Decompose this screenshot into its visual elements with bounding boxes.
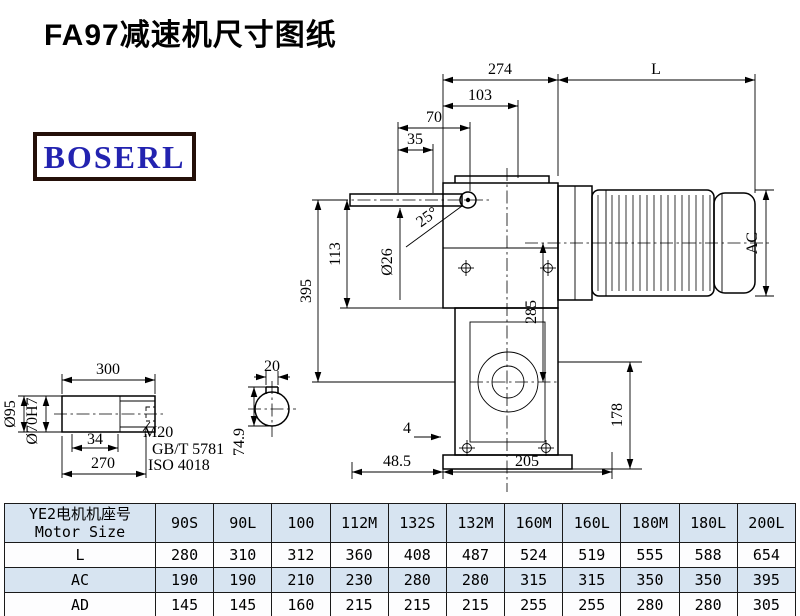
dim-value-cell: 255	[504, 592, 564, 616]
centerlines	[335, 168, 772, 492]
dim-value-cell: 315	[504, 567, 564, 593]
frame-size-col-header: 132M	[445, 503, 506, 543]
dim-value-cell: 230	[329, 567, 389, 593]
dia-26-label: Ø26	[379, 248, 396, 276]
dim-value-cell: 280	[387, 567, 447, 593]
dim-value-cell: 190	[213, 567, 273, 593]
angle-25-label: 25°	[413, 204, 441, 231]
dim-value-cell: 145	[154, 592, 215, 616]
dim-value-cell: 360	[329, 542, 389, 568]
frame-size-col-header: 160M	[504, 503, 564, 543]
gearbox-outline	[349, 175, 573, 470]
frame-size-col-header: 90L	[213, 503, 273, 543]
frame-size-col-header: 180M	[620, 503, 680, 543]
brand-logo-box: BOSERL	[33, 132, 196, 181]
motor-outline	[557, 185, 756, 301]
dim-20-label: 20	[264, 358, 280, 375]
row-label: AC	[4, 567, 156, 593]
dim-395-label: 395	[298, 279, 315, 303]
dia-95-label: Ø95	[2, 400, 19, 428]
dim-value-cell: 524	[504, 542, 564, 568]
dim-value-cell: 305	[736, 592, 797, 616]
gbt-standard-label: GB/T 5781	[152, 441, 224, 458]
dim-value-cell: 408	[387, 542, 447, 568]
dim-74-9-label: 74.9	[231, 428, 248, 456]
frame-size-col-header: 180L	[678, 503, 738, 543]
shaft-detail	[18, 374, 164, 478]
dim-value-cell: 280	[678, 592, 738, 616]
dim-300-label: 300	[96, 361, 120, 378]
frame-size-col-header: 90S	[154, 503, 215, 543]
frame-size-col-header: 132S	[387, 503, 447, 543]
dim-70-label: 70	[426, 109, 442, 126]
frame-size-col-header: 200L	[736, 503, 797, 543]
row-label: AD	[4, 592, 156, 616]
dim-value-cell: 255	[562, 592, 622, 616]
dim-value-cell: 315	[562, 567, 622, 593]
dim-value-cell: 190	[154, 567, 215, 593]
motor-fins	[597, 195, 711, 291]
dim-48-5-label: 48.5	[383, 453, 411, 470]
dim-value-cell: 519	[562, 542, 622, 568]
dim-value-cell: 210	[271, 567, 331, 593]
dim-35-label: 35	[407, 131, 423, 148]
dim-value-cell: 215	[329, 592, 389, 616]
dim-value-cell: 312	[271, 542, 331, 568]
dim-AC-label: AC	[744, 232, 761, 254]
dim-value-cell: 145	[213, 592, 273, 616]
dim-value-cell: 588	[678, 542, 738, 568]
iso-standard-label: ISO 4018	[148, 457, 210, 474]
dim-value-cell: 215	[445, 592, 506, 616]
dim-value-cell: 310	[213, 542, 273, 568]
dim-4-label: 4	[403, 420, 411, 437]
dim-value-cell: 654	[736, 542, 797, 568]
dim-value-cell: 280	[620, 592, 680, 616]
dim-285-label: 285	[523, 300, 540, 324]
dimension-labels: 274 L 103 70 35 25° Ø26 395 113 285 AC 1…	[2, 61, 761, 474]
dim-value-cell: 555	[620, 542, 680, 568]
dim-value-cell: 280	[445, 567, 506, 593]
frame-size-col-header: 112M	[329, 503, 389, 543]
frame-size-col-header: 100	[271, 503, 331, 543]
brand-logo-text: BOSERL	[43, 138, 186, 175]
bore-detail	[248, 371, 296, 437]
dim-103-label: 103	[468, 87, 492, 104]
dim-value-cell: 350	[678, 567, 738, 593]
dim-value-cell: 280	[154, 542, 215, 568]
dim-205-label: 205	[515, 453, 539, 470]
m20-label: M20	[143, 424, 173, 441]
dim-L-label: L	[651, 61, 661, 78]
dim-value-cell: 395	[736, 567, 797, 593]
dim-34-label: 34	[87, 431, 103, 448]
dim-178-label: 178	[609, 403, 626, 427]
dim-value-cell: 350	[620, 567, 680, 593]
page-title: FA97减速机尺寸图纸	[44, 19, 337, 52]
dim-value-cell: 215	[387, 592, 447, 616]
dimension-lines	[314, 76, 770, 476]
dim-value-cell: 487	[445, 542, 506, 568]
frame-size-col-header: 160L	[562, 503, 622, 543]
row-label: L	[4, 542, 156, 568]
dia-70h7-label: Ø70H7	[24, 397, 41, 444]
dim-113-label: 113	[327, 242, 344, 265]
dim-274-label: 274	[488, 61, 512, 78]
dim-value-cell: 160	[271, 592, 331, 616]
gearbox-details	[443, 247, 558, 457]
dim-270-label: 270	[91, 455, 115, 472]
